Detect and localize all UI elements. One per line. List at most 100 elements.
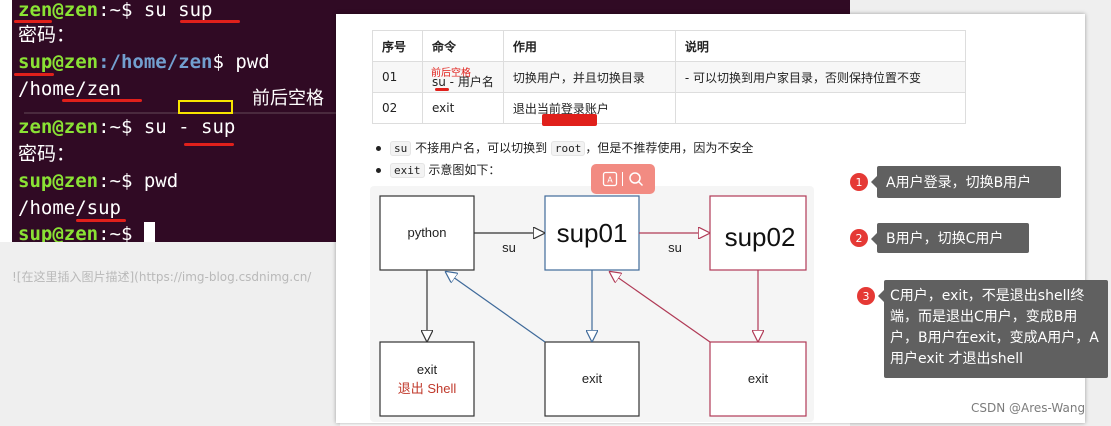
terminal-user: zen@zen [18,116,99,138]
red-highlight-mark [542,114,597,126]
edge-label: su [668,240,682,255]
terminal-command [132,223,143,242]
table-cell: 前后空格 su - 用户名 [422,61,504,93]
red-underline-mark [14,20,52,23]
red-underline-mark [184,143,234,146]
callout-number-badge: 2 [850,229,868,247]
highlight-box [178,100,233,114]
table-row: 02 exit 退出当前登录账户 [372,92,966,124]
cell-text: su - 用户名 [432,74,494,89]
terminal-command: su sup [132,0,213,21]
table-cell: 02 [372,92,423,124]
red-underline-mark [435,88,449,91]
callout-pointer [871,233,877,245]
callout-text: A用户登录，切换B用户 [886,175,1032,191]
table-cell [674,92,966,124]
callout-text: C用户，exit，不是退出shell终端，而是退出C用户，变成B用户，B用户在e… [890,288,1099,367]
terminal-user: sup@zen [18,51,99,73]
node-label: exit [417,362,438,377]
terminal-prompt: $ [212,51,224,73]
table-header: 说明 [674,30,966,62]
terminal-user: zen@zen [18,0,99,21]
terminal-prompt: $ [120,170,133,192]
terminal-line: sup@zen:~$ [18,222,155,242]
list-item: su 不接用户名，可以切换到 root，但是不推荐使用，因为不安全 [376,137,753,159]
table-header: 序号 [372,30,423,62]
annotation-label: 前后空格 [252,88,324,109]
document-panel: 序号 命令 作用 说明 01 前后空格 su - 用户名 切换用户，并且切换目录… [336,14,1085,423]
red-underline-mark [76,219,126,222]
bullet-list: su 不接用户名，可以切换到 root，但是不推荐使用，因为不安全 exit 示… [376,137,753,181]
toolbar-separator [622,172,624,186]
edge-label: su [502,240,516,255]
callout-box: B用户，切换C用户 [871,223,1029,253]
terminal-line: sup@zen:~$ pwd [18,169,178,193]
node-label: exit [748,371,769,386]
table-cell: exit [422,92,504,124]
terminal-user: sup@zen [18,170,99,192]
terminal-prompt: $ [120,116,133,138]
node-label: sup01 [557,218,628,248]
table-header: 命令 [422,30,504,62]
terminal-command: pwd [132,170,179,192]
cell-annotation: 前后空格 [431,68,471,79]
terminal-line: sup@zen:/home/zen$ pwd [18,50,270,74]
terminal-line: /home/zen [18,78,121,100]
image-alt-text: ![在这里插入图片描述](https://img-blog.csdnimg.cn… [12,270,312,284]
node-python [379,195,475,271]
search-icon[interactable] [627,170,645,188]
red-underline-mark [180,20,240,23]
node-exit-shell [379,341,475,417]
table-cell: - 可以切换到用户家目录，否则保持位置不变 [674,61,966,93]
bullet-text: ，但是不推荐使用，因为不安全 [585,141,754,155]
table-header: 作用 [502,30,676,62]
callout-box: C用户，exit，不是退出shell终端，而是退出C用户，变成B用户，B用户在e… [878,280,1108,378]
svg-text:A: A [607,176,613,185]
terminal-line: 密码： [18,24,76,46]
list-item: exit 示意图如下： [376,159,753,181]
node-sup01 [544,195,640,271]
callout-number-badge: 3 [857,287,875,305]
diagram: python sup01 sup02 su su exit 退出 Shell e… [370,186,814,422]
node-label: exit [582,371,603,386]
red-underline-mark [62,99,142,102]
ai-text-icon[interactable]: A [601,170,619,188]
diagram-svg: python sup01 sup02 su su exit 退出 Shell e… [379,195,807,417]
terminal-path: :~ [98,0,121,21]
inline-code: su [390,141,412,156]
table-row: 01 前后空格 su - 用户名 切换用户，并且切换目录 - 可以切换到用户家目… [372,61,966,93]
node-label: python [407,225,446,240]
watermark: CSDN @Ares-Wang [971,401,1086,415]
edge-exit-back-python [446,272,546,343]
bullet-text: 示意图如下： [424,163,501,177]
table-cell: 01 [372,61,423,93]
terminal-command: pwd [223,51,270,73]
callout-pointer [878,290,884,302]
node-label: 退出 Shell [398,381,457,396]
terminal-user: sup@zen [18,223,99,242]
terminal-line: zen@zen:~$ su - sup [18,115,235,139]
terminal-cursor [143,222,155,242]
inline-code: exit [390,163,425,178]
edge-exit-back-sup01 [610,272,711,343]
node-label: sup02 [725,222,796,252]
callout-box: A用户登录，切换B用户 [871,166,1061,198]
background-strip [0,242,340,426]
terminal-line: zen@zen:~$ su sup [18,0,213,22]
inline-code: root [550,141,586,156]
terminal-command: su - sup [132,116,236,138]
terminal-path: :~ [98,116,121,138]
node-exit-c [709,341,807,417]
terminal-path: :~ [98,170,121,192]
terminal-line: 密码： [18,143,76,165]
terminal-path: :/home/zen [98,51,213,73]
terminal-path: :~ [98,223,121,242]
table-header-row: 序号 命令 作用 说明 [372,30,966,62]
terminal-line: /home/sup [18,197,121,219]
callout-text: B用户，切换C用户 [886,231,1004,247]
command-table: 序号 命令 作用 说明 01 前后空格 su - 用户名 切换用户，并且切换目录… [372,30,966,124]
callout-pointer [871,176,877,188]
table-cell: 切换用户，并且切换目录 [502,61,676,93]
floating-toolbar: A [591,164,655,194]
terminal-prompt: $ [120,223,133,242]
